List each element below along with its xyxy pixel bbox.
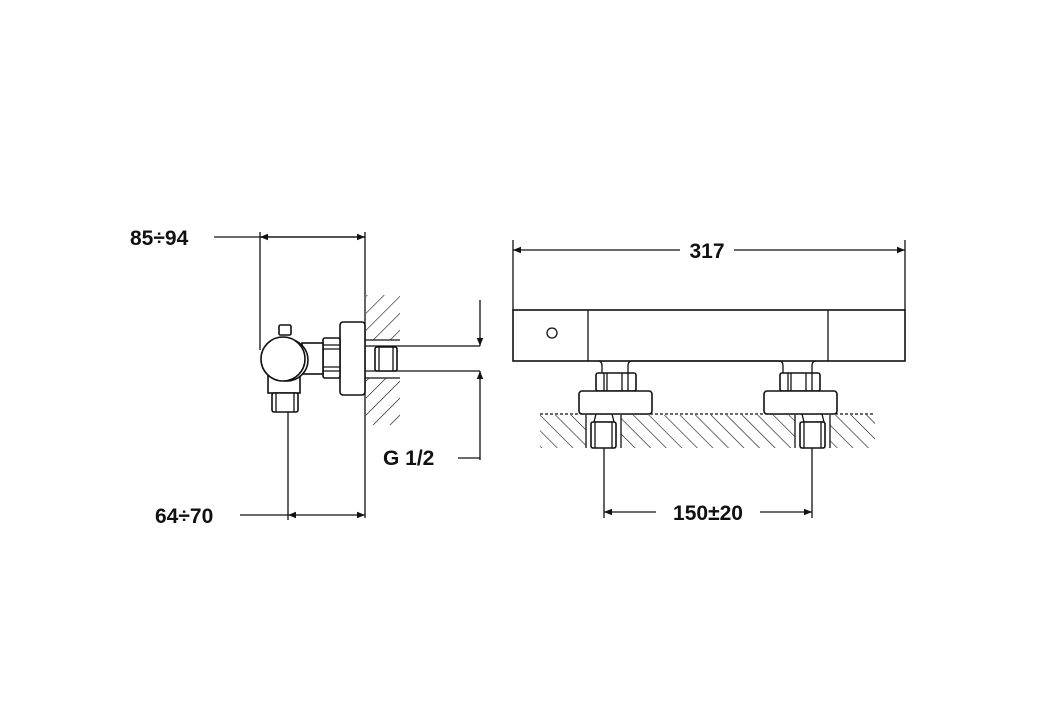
valve-body (260, 336, 306, 382)
dimension-64-70: 64÷70 (155, 412, 365, 528)
dimension-150-20: 150±20 (603, 448, 813, 525)
right-eccentric-fitting (763, 372, 838, 449)
wall-hatch-top (366, 295, 400, 340)
dimension-thread: G 1/2 (383, 300, 484, 470)
supply-pipe (365, 345, 480, 372)
wall-flange (339, 321, 366, 396)
dim-label-85-94: 85÷94 (130, 227, 189, 250)
side-view: 85÷94 64÷70 G 1/2 (130, 227, 484, 528)
dim-label-64-70: 64÷70 (155, 505, 213, 528)
front-view: 317 150±20 (512, 240, 906, 525)
dim-label-150-20: 150±20 (673, 502, 743, 525)
dim-label-317: 317 (689, 240, 724, 263)
body-tab (278, 324, 292, 336)
dimension-85-94: 85÷94 (130, 227, 365, 350)
union-nut (322, 337, 341, 379)
dimension-317: 317 (512, 240, 906, 310)
thermostat-bar (512, 309, 906, 362)
left-eccentric-fitting (578, 372, 653, 449)
wall-hatch-bottom (366, 378, 400, 425)
indicator-dot (546, 327, 558, 339)
dim-label-thread: G 1/2 (383, 447, 434, 470)
bar-bridge (597, 360, 817, 373)
